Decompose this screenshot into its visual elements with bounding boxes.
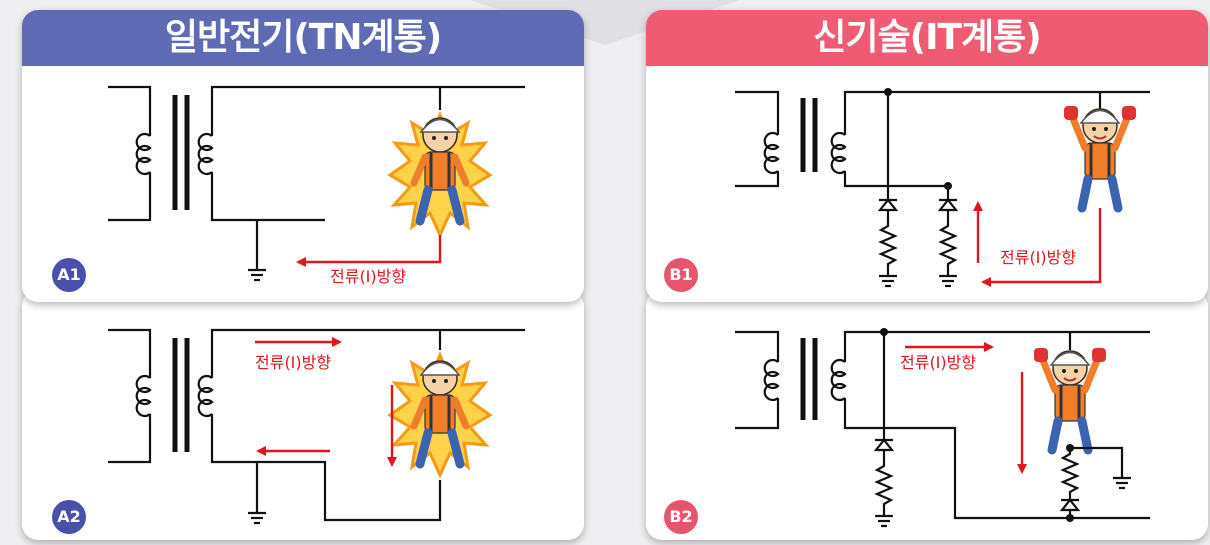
diagram-a1: 전류(I)방향 [108,85,525,286]
badge-b2: B2 [664,500,698,534]
diagram-a2: 전류(I)방향 [108,328,525,525]
current-direction-label: 전류(I)방향 [1000,248,1076,267]
diagram-b2: 전류(I)방향 [735,328,1150,528]
current-direction-label: 전류(I)방향 [900,353,976,372]
badge-b1: B1 [664,258,698,292]
badge-a1: A1 [52,258,86,292]
it-title: 신기술(IT계통) [646,10,1208,66]
diagram-b1: 전류(I)방향 [735,88,1150,288]
tn-title: 일반전기(TN계통) [22,10,584,66]
current-direction-label: 전류(I)방향 [255,353,331,372]
current-direction-label: 전류(I)방향 [330,267,406,286]
badge-a2: A2 [52,500,86,534]
